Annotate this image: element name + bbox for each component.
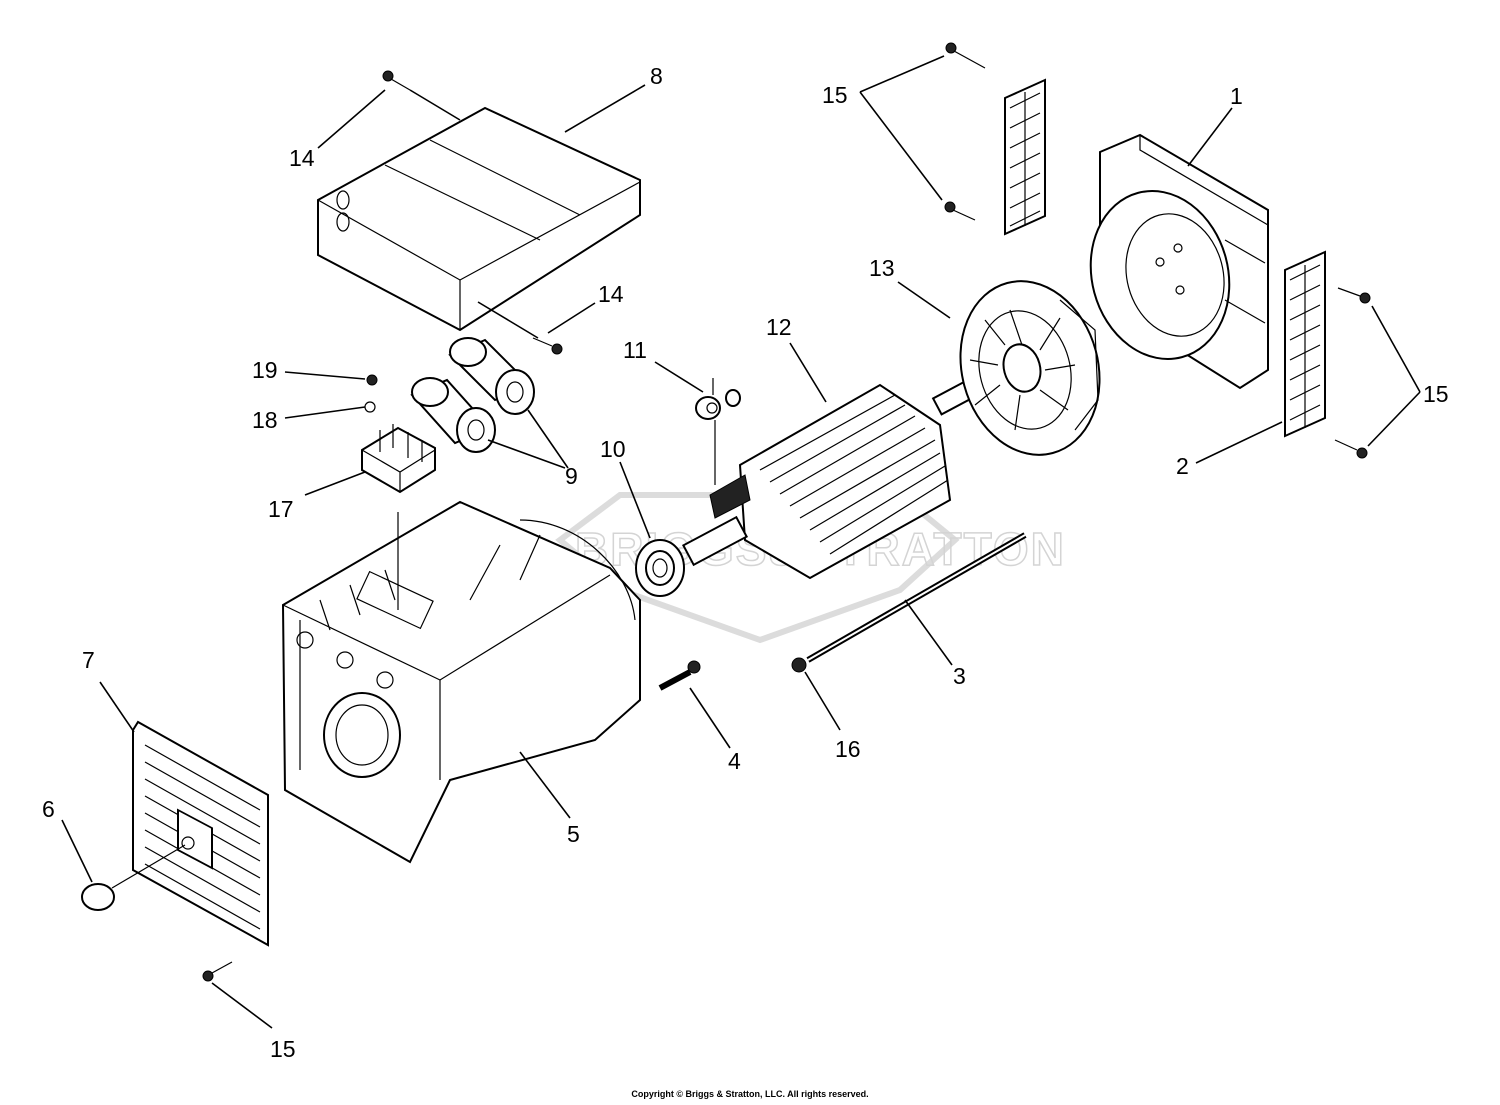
callout-17: 17 [268,496,294,522]
callout-16: 16 [835,736,861,762]
callout-1: 1 [1230,83,1243,109]
callout-13: 13 [869,255,895,281]
part-14-screw-top [382,70,411,91]
callout-19: 19 [252,357,278,383]
part-7-end-grille [132,720,269,947]
part-11-brush-holder [695,378,741,485]
callout-5: 5 [567,821,580,847]
part-15-screws-top [944,42,986,221]
callout-15-bottom: 15 [270,1036,296,1062]
leader-lines [61,55,1421,1029]
part-5-stator-housing [281,500,641,864]
part-16-nut [791,657,807,673]
callout-11: 11 [623,337,647,363]
copyright-notice: Copyright © Briggs & Stratton, LLC. All … [631,1089,869,1099]
part-10-bearing [635,539,685,597]
part-4-stud [658,660,701,691]
part-18-washer [364,401,376,413]
part-15-screw-bottom-left [202,961,233,982]
callout-9: 9 [565,463,578,489]
part-13-fan [959,280,1101,456]
part-6-plug-cap [81,844,186,911]
callout-15-right: 15 [1423,381,1449,407]
callout-18: 18 [252,407,278,433]
part-15-screws-right [1334,287,1371,459]
callout-14-top: 14 [289,145,315,171]
callout-10: 10 [600,436,626,462]
part-2-vent-panel-top [1004,78,1046,236]
callout-12: 12 [766,314,792,340]
part-3-through-bolt [806,532,1027,663]
callout-2: 2 [1176,453,1189,479]
part-2-vent-panel-right [1284,250,1326,438]
part-8-top-cover [317,106,641,332]
callout-14-bottom: 14 [598,281,624,307]
callout-labels: 1 2 3 4 5 6 7 8 9 10 11 12 13 14 14 15 1… [42,63,1449,1062]
part-14-screw-bottom [532,337,563,355]
callout-6: 6 [42,796,55,822]
callout-3: 3 [953,663,966,689]
part-19-nut [366,374,378,386]
callout-7: 7 [82,647,95,673]
part-17-terminal-block [361,424,436,494]
part-1-end-bell-housing [1089,133,1269,390]
callout-15-top: 15 [822,82,848,108]
callout-4: 4 [728,748,741,774]
part-9-capacitors [410,337,535,453]
callout-8: 8 [650,63,663,89]
